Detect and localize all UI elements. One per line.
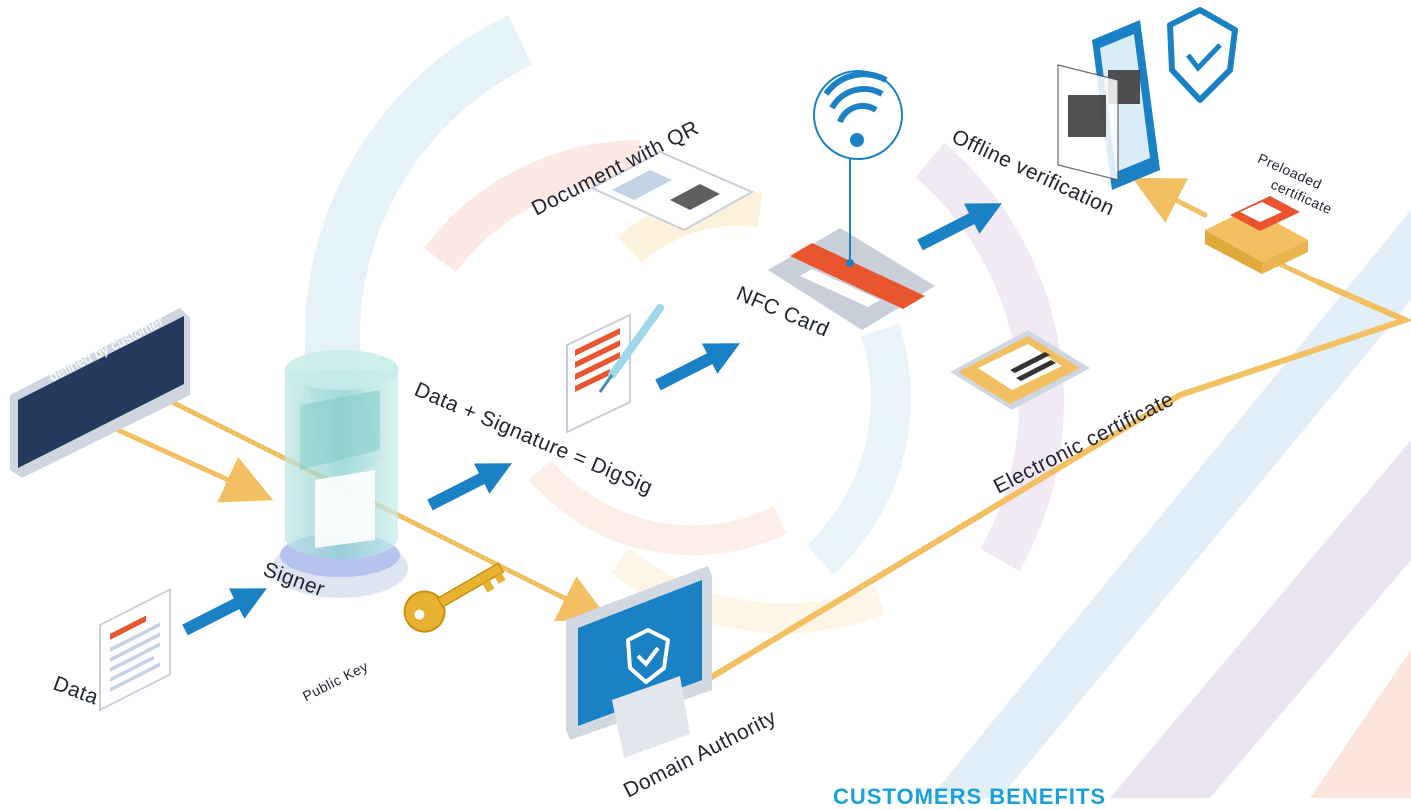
document-icon (99, 587, 171, 712)
ddd-screen-icon (10, 308, 190, 478)
tablet-certificate-icon (950, 330, 1090, 410)
nfc-card-icon (768, 155, 935, 330)
key-icon (403, 562, 506, 633)
qr-document-icon (589, 150, 755, 232)
monitor-shield-icon (566, 566, 712, 758)
shield-check-icon (1167, 7, 1238, 103)
signed-document-icon (566, 304, 664, 434)
flow-arrows (182, 203, 1002, 636)
folder-icon (1205, 196, 1308, 274)
wireless-icon (813, 70, 903, 160)
customers-benefits-heading: CUSTOMERS BENEFITS (833, 784, 1107, 809)
phone-qr-icon (1057, 20, 1160, 190)
signer-cylinder-icon (272, 350, 408, 598)
